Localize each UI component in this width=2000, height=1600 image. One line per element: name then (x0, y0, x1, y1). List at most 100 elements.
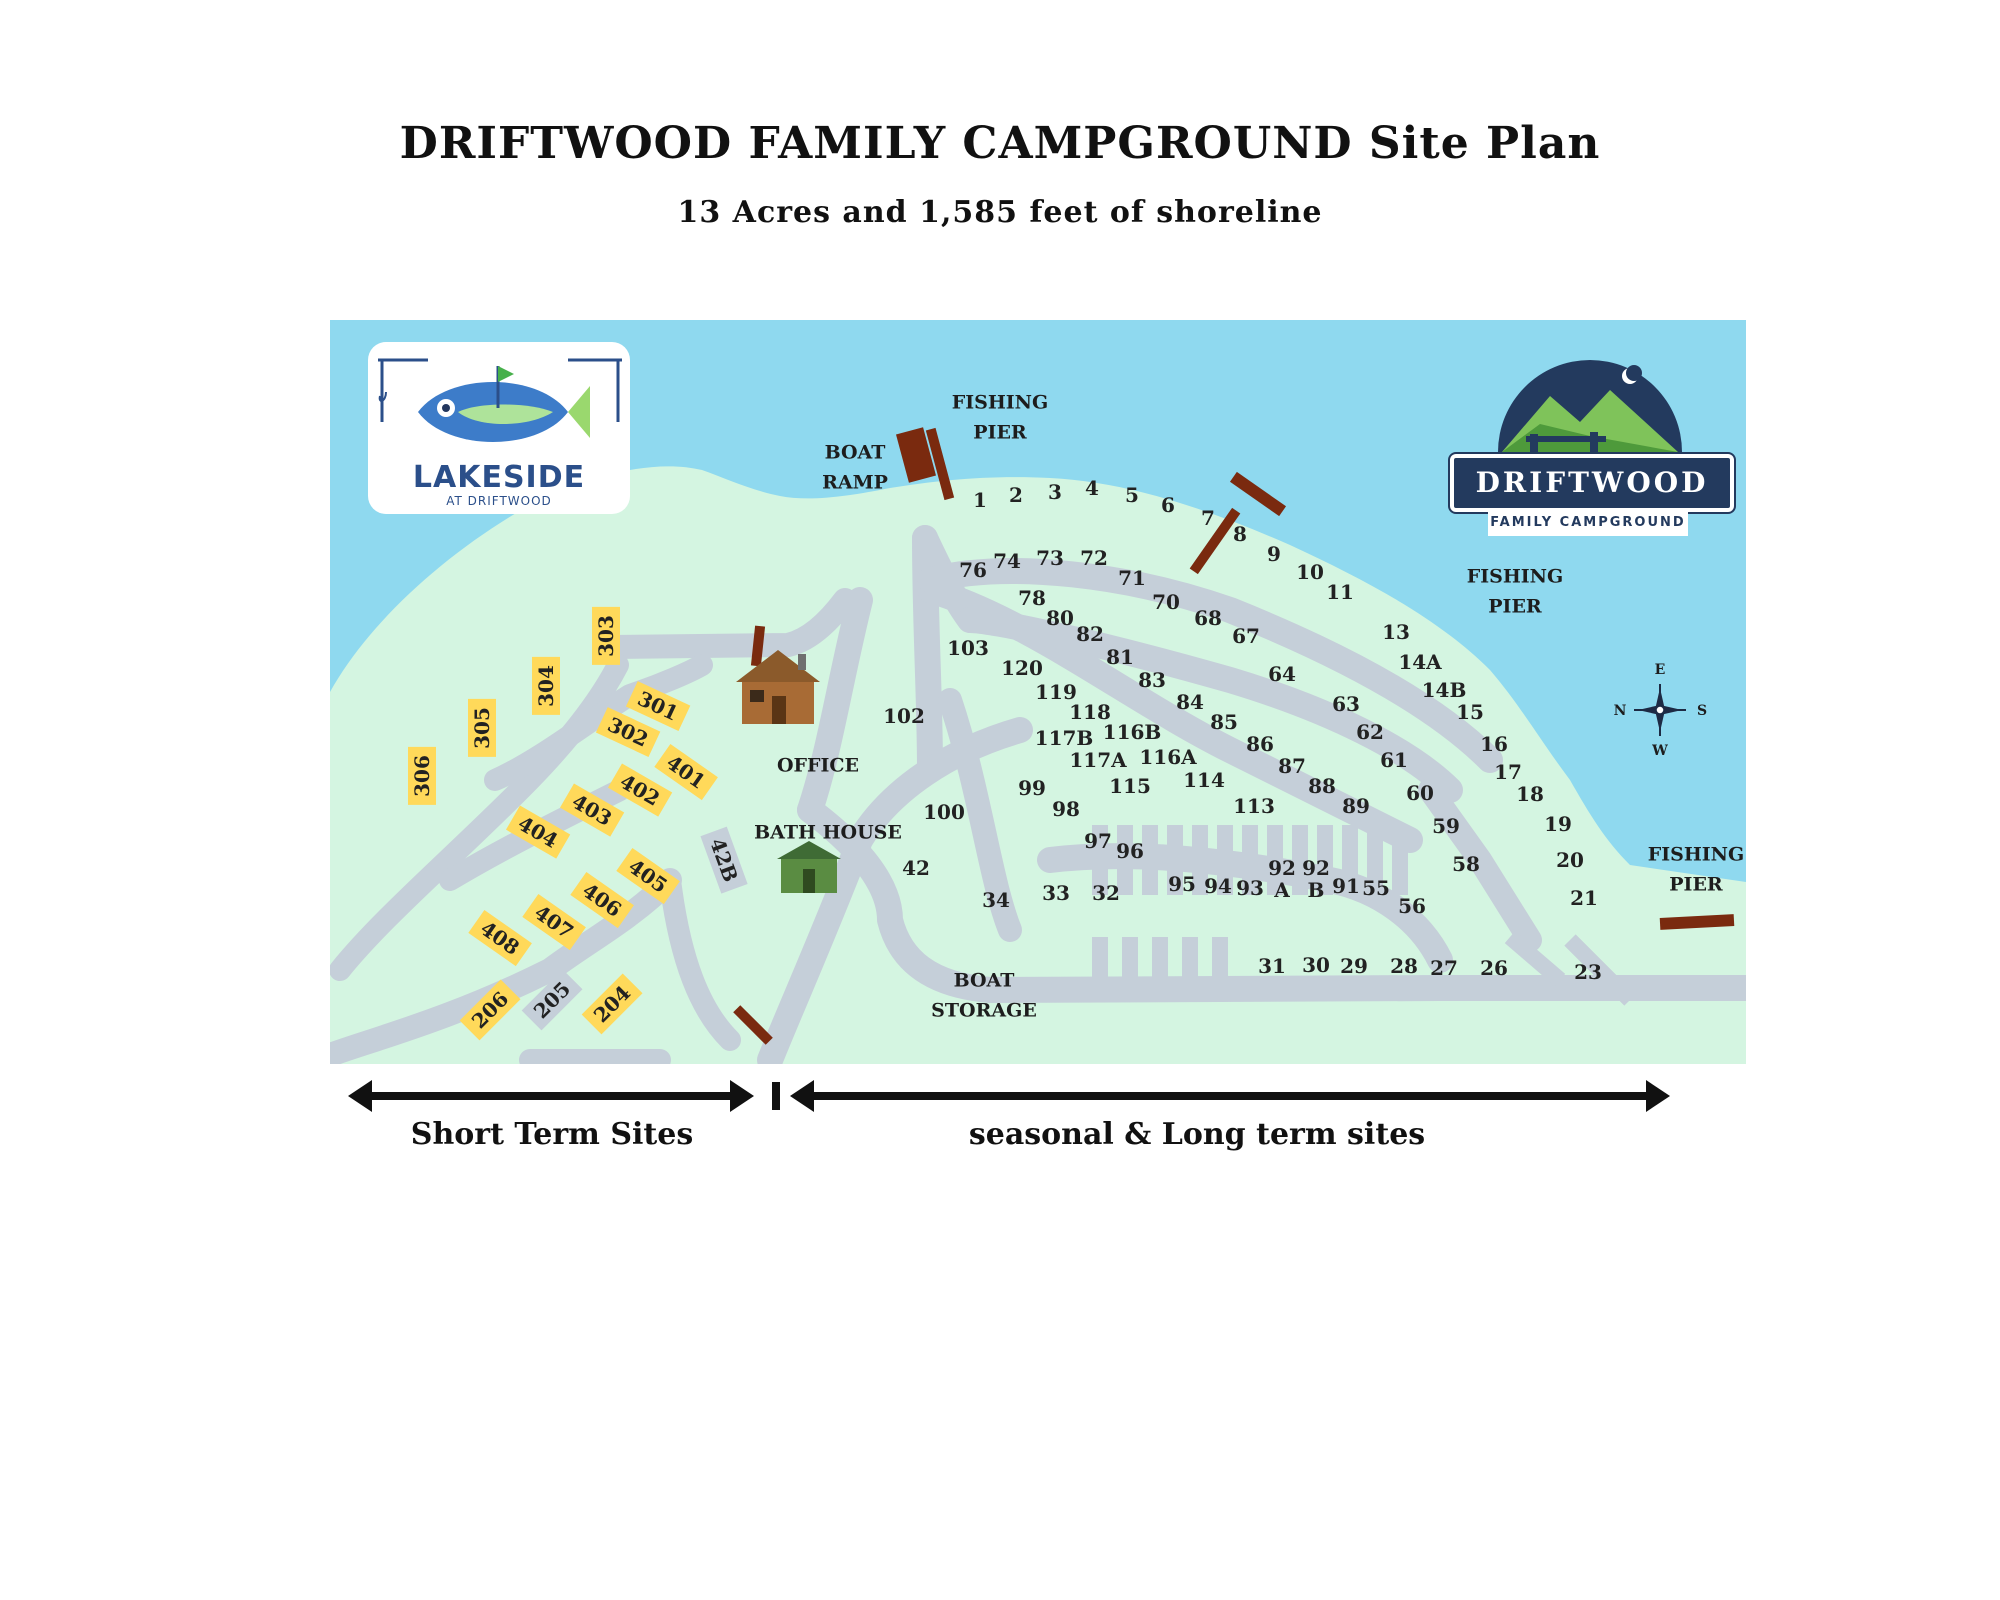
site-82[interactable]: 82 (1076, 622, 1104, 646)
site-16[interactable]: 16 (1480, 732, 1508, 756)
site-97[interactable]: 97 (1084, 829, 1112, 853)
site-88[interactable]: 88 (1308, 774, 1336, 798)
site-116a[interactable]: 116A (1139, 745, 1197, 769)
site-2[interactable]: 2 (1009, 483, 1023, 507)
site-87[interactable]: 87 (1278, 754, 1306, 778)
site-28[interactable]: 28 (1390, 954, 1418, 978)
site-34[interactable]: 34 (982, 888, 1010, 912)
site-74[interactable]: 74 (993, 549, 1021, 573)
site-29[interactable]: 29 (1340, 954, 1368, 978)
site-4[interactable]: 4 (1085, 476, 1099, 500)
site-8[interactable]: 8 (1233, 522, 1247, 546)
site-pads (1092, 825, 1636, 1006)
site-78[interactable]: 78 (1018, 586, 1046, 610)
bath-house-icon (777, 841, 841, 893)
site-117b[interactable]: 117B (1034, 726, 1094, 750)
site-20[interactable]: 20 (1556, 848, 1584, 872)
site-64[interactable]: 64 (1268, 662, 1296, 686)
site-92b[interactable]: 92 B (1302, 856, 1330, 902)
site-96[interactable]: 96 (1116, 839, 1144, 863)
site-80[interactable]: 80 (1046, 606, 1074, 630)
site-95[interactable]: 95 (1168, 872, 1196, 896)
site-23[interactable]: 23 (1574, 960, 1602, 984)
site-6[interactable]: 6 (1161, 493, 1175, 517)
site-76[interactable]: 76 (959, 558, 987, 582)
site-89[interactable]: 89 (1342, 794, 1370, 818)
site-72[interactable]: 72 (1080, 546, 1108, 570)
compass-n: N (1613, 703, 1627, 719)
site-56[interactable]: 56 (1398, 894, 1426, 918)
site-map[interactable]: LAKESIDE AT DRIFTWOOD DRIFTWOOD FAMILY C… (330, 320, 1746, 1064)
site-92a[interactable]: 92 A (1268, 856, 1296, 902)
driftwood-wordmark: DRIFTWOOD (1450, 454, 1734, 512)
site-42[interactable]: 42 (902, 856, 930, 880)
site-73[interactable]: 73 (1036, 546, 1064, 570)
boat-storage-label: BOAT STORAGE (931, 969, 1037, 1022)
site-55[interactable]: 55 (1362, 876, 1390, 900)
site-99[interactable]: 99 (1018, 776, 1046, 800)
site-11[interactable]: 11 (1326, 580, 1354, 604)
site-115[interactable]: 115 (1109, 774, 1151, 798)
site-9[interactable]: 9 (1267, 542, 1281, 566)
site-100[interactable]: 100 (923, 800, 965, 824)
site-305[interactable]: 305 (468, 699, 496, 757)
site-14b[interactable]: 14B (1421, 678, 1467, 702)
fish-icon (378, 358, 622, 442)
site-15[interactable]: 15 (1456, 700, 1484, 724)
site-19[interactable]: 19 (1544, 812, 1572, 836)
site-94[interactable]: 94 (1204, 874, 1232, 898)
site-70[interactable]: 70 (1152, 590, 1180, 614)
site-91[interactable]: 91 (1332, 874, 1360, 898)
site-17[interactable]: 17 (1494, 760, 1522, 784)
site-3[interactable]: 3 (1048, 480, 1062, 504)
site-98[interactable]: 98 (1052, 797, 1080, 821)
site-32[interactable]: 32 (1092, 881, 1120, 905)
mountain-dock-icon (1498, 360, 1682, 454)
site-84[interactable]: 84 (1176, 690, 1204, 714)
site-71[interactable]: 71 (1118, 566, 1146, 590)
site-7[interactable]: 7 (1201, 506, 1215, 530)
site-5[interactable]: 5 (1125, 483, 1139, 507)
site-58[interactable]: 58 (1452, 852, 1480, 876)
site-119[interactable]: 119 (1035, 680, 1077, 704)
site-26[interactable]: 26 (1480, 956, 1508, 980)
boat-ramp-label: BOAT RAMP (822, 441, 888, 494)
site-113[interactable]: 113 (1233, 794, 1275, 818)
site-10[interactable]: 10 (1296, 560, 1324, 584)
site-62[interactable]: 62 (1356, 720, 1384, 744)
site-85[interactable]: 85 (1210, 710, 1238, 734)
site-14a[interactable]: 14A (1398, 650, 1442, 674)
site-114[interactable]: 114 (1183, 768, 1225, 792)
site-1[interactable]: 1 (973, 488, 987, 512)
arrow-left-icon (348, 1080, 372, 1112)
site-118[interactable]: 118 (1069, 700, 1111, 724)
site-103[interactable]: 103 (947, 636, 989, 660)
site-13[interactable]: 13 (1382, 620, 1410, 644)
office-cabin-icon (736, 650, 820, 724)
site-116b[interactable]: 116B (1102, 720, 1162, 744)
site-67[interactable]: 67 (1232, 624, 1260, 648)
site-81[interactable]: 81 (1106, 645, 1134, 669)
site-117a[interactable]: 117A (1069, 748, 1127, 772)
site-60[interactable]: 60 (1406, 781, 1434, 805)
site-86[interactable]: 86 (1246, 732, 1274, 756)
range-arrows (348, 1080, 1670, 1112)
site-27[interactable]: 27 (1430, 956, 1458, 980)
site-120[interactable]: 120 (1001, 656, 1043, 680)
site-83[interactable]: 83 (1138, 668, 1166, 692)
page-subtitle: 13 Acres and 1,585 feet of shoreline (677, 195, 1323, 230)
site-306[interactable]: 306 (408, 747, 436, 805)
site-30[interactable]: 30 (1302, 953, 1330, 977)
site-21[interactable]: 21 (1570, 886, 1598, 910)
site-68[interactable]: 68 (1194, 606, 1222, 630)
site-93[interactable]: 93 (1236, 876, 1264, 900)
site-33[interactable]: 33 (1042, 881, 1070, 905)
site-59[interactable]: 59 (1432, 814, 1460, 838)
site-102[interactable]: 102 (883, 704, 925, 728)
site-303[interactable]: 303 (592, 607, 620, 665)
site-18[interactable]: 18 (1516, 782, 1544, 806)
site-63[interactable]: 63 (1332, 692, 1360, 716)
site-61[interactable]: 61 (1380, 748, 1408, 772)
site-304[interactable]: 304 (532, 657, 560, 715)
site-31[interactable]: 31 (1258, 954, 1286, 978)
